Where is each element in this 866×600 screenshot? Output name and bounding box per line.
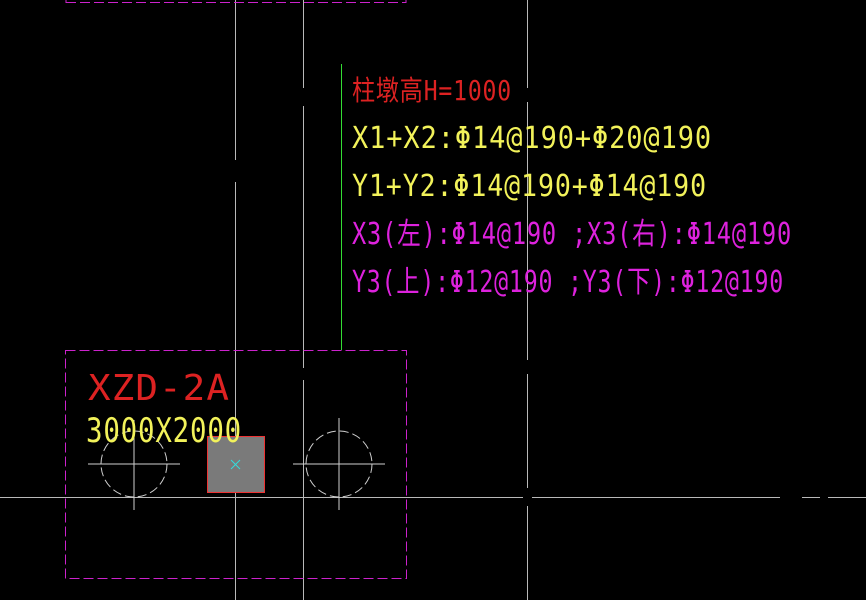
foundation-name[interactable]: XZD-2A xyxy=(88,368,230,409)
foundation-size[interactable]: 3000X2000 xyxy=(86,411,242,451)
column-selected[interactable] xyxy=(207,436,265,493)
pile-left[interactable] xyxy=(88,420,180,510)
pile-right[interactable] xyxy=(293,418,385,510)
y3-rebar-label[interactable]: Y3(上):Φ12@190 ;Y3(下):Φ12@190 xyxy=(352,265,784,300)
foundation-outline[interactable] xyxy=(65,350,407,579)
y-rebar-label[interactable]: Y1+Y2:Φ14@190+Φ14@190 xyxy=(352,169,707,204)
axis-line-breaks xyxy=(231,88,828,506)
height-label[interactable]: 柱墩高H=1000 xyxy=(352,74,512,107)
x-rebar-label[interactable]: X1+X2:Φ14@190+Φ20@190 xyxy=(352,121,712,156)
upper-cap-boundary xyxy=(65,0,407,3)
x3-rebar-label[interactable]: X3(左):Φ14@190 ;X3(右):Φ14@190 xyxy=(352,217,792,252)
column-center-cross-icon xyxy=(230,459,241,470)
